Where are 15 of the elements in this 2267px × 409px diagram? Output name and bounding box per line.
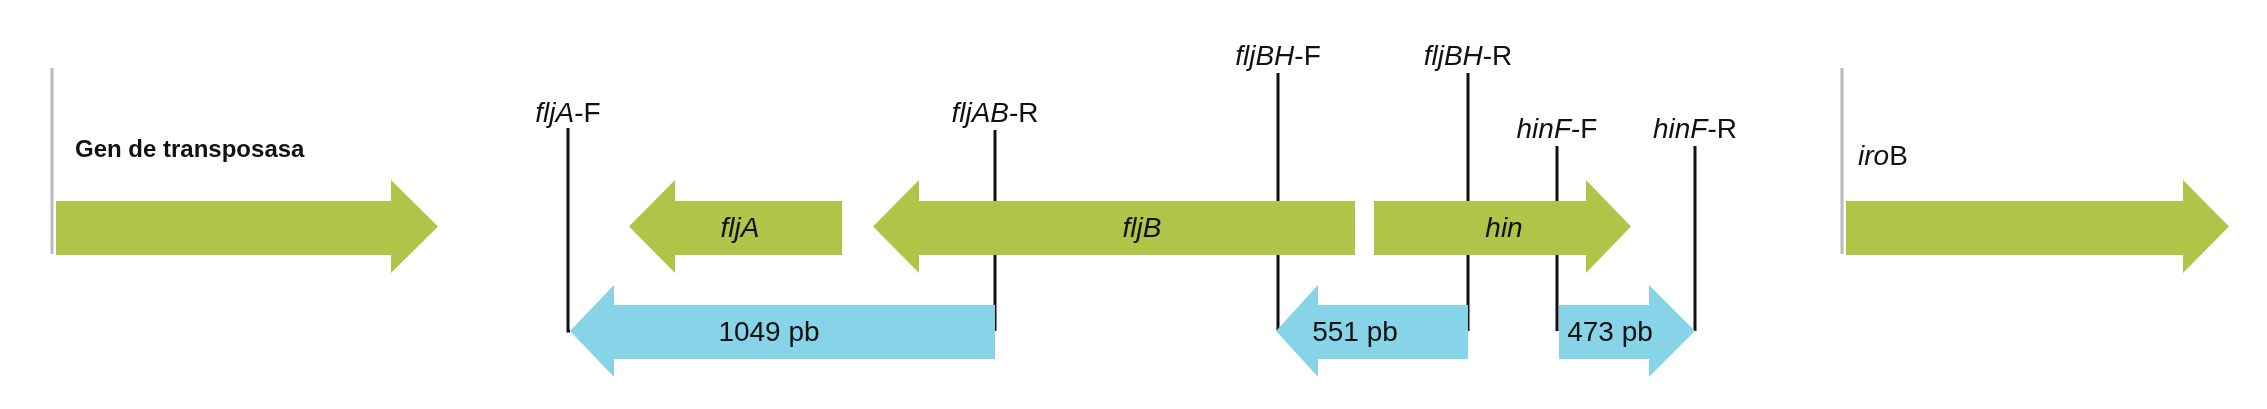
gene-label: hin xyxy=(1485,214,1523,242)
gene-label: iroB xyxy=(1858,142,1908,170)
primer-label: fljA-F xyxy=(535,98,601,128)
amplicon-size-label: 551 pb xyxy=(1312,318,1398,346)
gene-label: fljB xyxy=(1122,214,1162,242)
gene-label: fljA xyxy=(720,214,760,242)
primer-label: fljBH-F xyxy=(1235,41,1321,71)
primer-label: hinF-R xyxy=(1653,114,1737,144)
primer-site-line xyxy=(566,128,571,333)
primer-label: fljAB-R xyxy=(951,98,1039,128)
gene-label: Gen de transposasa xyxy=(75,137,305,161)
amplicon-size-label: 1049 pb xyxy=(718,318,820,346)
primer-label: hinF-F xyxy=(1516,114,1598,144)
primer-label: fljBH-R xyxy=(1423,41,1513,71)
amplicon-size-label: 473 pb xyxy=(1567,318,1653,346)
